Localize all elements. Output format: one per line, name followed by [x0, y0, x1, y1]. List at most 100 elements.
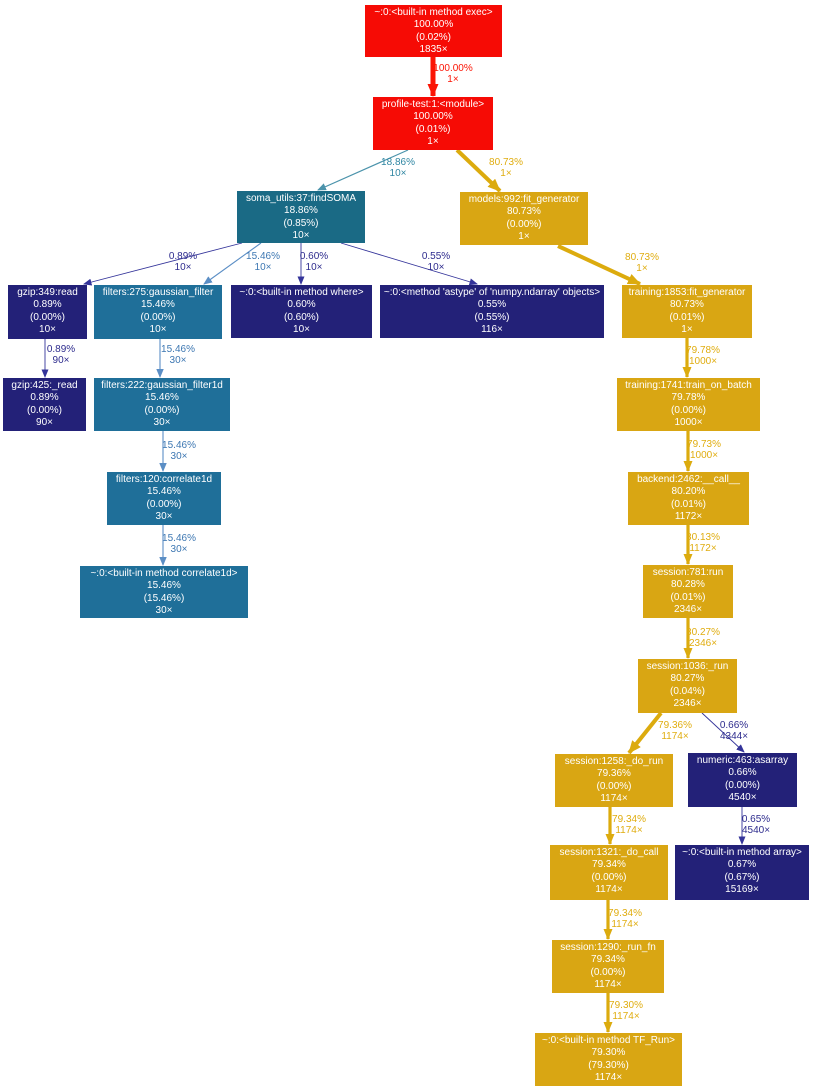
- node-total-pct: 80.27%: [670, 673, 705, 685]
- node-label: training:1741:train_on_batch: [625, 380, 752, 391]
- edge-calls: 10×: [174, 261, 192, 273]
- edge-pct: 79.73%: [687, 439, 721, 450]
- node-call-count: 1174×: [594, 979, 622, 991]
- node-self-pct: (0.02%): [415, 31, 451, 43]
- node-total-pct: 0.89%: [33, 299, 62, 311]
- node-total-pct: 80.28%: [671, 579, 705, 591]
- edge-models-training1853: [557, 244, 641, 286]
- edge-calls: 1174×: [615, 824, 643, 836]
- edge-calls: 1174×: [612, 1010, 640, 1022]
- node-total-pct: 15.46%: [145, 392, 179, 404]
- edge-label: 80.73%1×: [489, 157, 523, 180]
- edge-pct: 80.27%: [686, 627, 720, 638]
- node-total-pct: 79.30%: [591, 1047, 626, 1059]
- node-self-pct: (79.30%): [588, 1059, 629, 1071]
- node-call-count: 15169×: [725, 884, 759, 896]
- node-self-pct: (0.00%): [26, 404, 62, 416]
- edge-findsoma-astype: [340, 242, 478, 286]
- node-total-pct: 79.34%: [592, 859, 626, 871]
- node-label: ~:0:<built-in method correlate1d>: [90, 568, 238, 579]
- node-label: session:1258:_do_run: [564, 756, 664, 767]
- edge-calls: 10×: [427, 261, 445, 273]
- edge-pct: 79.34%: [612, 814, 646, 825]
- node-total-pct: 80.20%: [671, 486, 706, 498]
- node-label: session:1290:_run_fn: [560, 942, 656, 953]
- edge-findsoma-gzip349: [83, 242, 243, 286]
- edge-calls: 10×: [389, 167, 407, 179]
- edge-label: 15.46%10×: [246, 251, 280, 274]
- node-self-pct: (0.67%): [724, 871, 760, 883]
- node-profile-test-module: profile-test:1:<module>100.00%(0.01%)1×: [373, 97, 493, 150]
- edge-calls: 1×: [500, 167, 512, 179]
- node-label: filters:222:gaussian_filter1d: [101, 380, 223, 391]
- edge-label: 80.27%2346×: [686, 627, 720, 650]
- node-call-count: 30×: [153, 417, 171, 429]
- node-total-pct: 100.00%: [413, 19, 454, 31]
- edge-pct: 79.30%: [609, 1000, 643, 1011]
- edge-calls: 1000×: [689, 449, 719, 461]
- node-total-pct: 100.00%: [413, 111, 453, 123]
- node-call-count: 1000×: [674, 417, 703, 429]
- edge-pct: 79.36%: [658, 720, 692, 731]
- edge-label: 79.73%1000×: [687, 439, 721, 462]
- node-total-pct: 0.66%: [728, 767, 757, 779]
- node-total-pct: 0.55%: [477, 299, 507, 311]
- edge-calls: 1174×: [661, 730, 689, 742]
- node-self-pct: (15.46%): [143, 592, 185, 604]
- node-self-pct: (0.55%): [474, 311, 510, 323]
- edge-label: 79.34%1174×: [608, 908, 642, 931]
- node-self-pct: (0.60%): [283, 311, 319, 323]
- node-call-count: 2346×: [673, 698, 702, 710]
- edge-calls: 30×: [169, 354, 187, 366]
- node-call-count: 1×: [681, 324, 693, 336]
- edge-pct: 80.73%: [489, 157, 523, 168]
- node-call-count: 10×: [292, 230, 310, 242]
- node-label: ~:0:<built-in method where>: [239, 287, 364, 298]
- node-call-count: 10×: [39, 324, 56, 336]
- node-call-count: 1174×: [594, 1072, 623, 1084]
- node-self-pct: (0.00%): [724, 779, 760, 791]
- edge-label: 0.89%90×: [46, 344, 76, 367]
- edge-calls: 4540×: [741, 824, 771, 836]
- edge-pct: 0.65%: [741, 814, 771, 825]
- edge-pct: 0.89%: [46, 344, 76, 355]
- node-self-pct: (0.01%): [669, 311, 705, 323]
- edge-calls: 30×: [170, 450, 188, 462]
- edge-pct: 0.89%: [168, 251, 198, 262]
- node-label: models:992:fit_generator: [468, 194, 580, 205]
- edge-pct: 79.34%: [608, 908, 642, 919]
- node-self-pct: (0.00%): [146, 498, 182, 510]
- node-label: training:1853:fit_generator: [628, 287, 746, 298]
- edge-label: 79.36%1174×: [658, 720, 692, 743]
- edge-pct: 0.66%: [719, 720, 749, 731]
- node-total-pct: 15.46%: [147, 580, 181, 592]
- edge-calls: 90×: [52, 354, 70, 366]
- edge-label: 15.46%30×: [161, 344, 195, 367]
- edge-pct: 79.78%: [686, 345, 720, 356]
- edge-label: 100.00%1×: [433, 63, 472, 86]
- node-self-pct: (0.00%): [144, 404, 180, 416]
- edge-pct: 80.73%: [625, 252, 659, 263]
- edge-pct: 80.13%: [686, 532, 720, 543]
- edge-label: 0.65%4540×: [741, 814, 771, 837]
- node-builtin-array: ~:0:<built-in method array>0.67%(0.67%)1…: [675, 845, 809, 900]
- edge-calls: 1172×: [689, 542, 717, 554]
- node-total-pct: 79.78%: [671, 392, 706, 404]
- node-label: session:1321:_do_call: [559, 847, 659, 858]
- edge-pct: 18.86%: [381, 157, 415, 168]
- edge-pct: 15.46%: [161, 344, 195, 355]
- node-label: ~:0:<method 'astype' of 'numpy.ndarray' …: [383, 287, 601, 298]
